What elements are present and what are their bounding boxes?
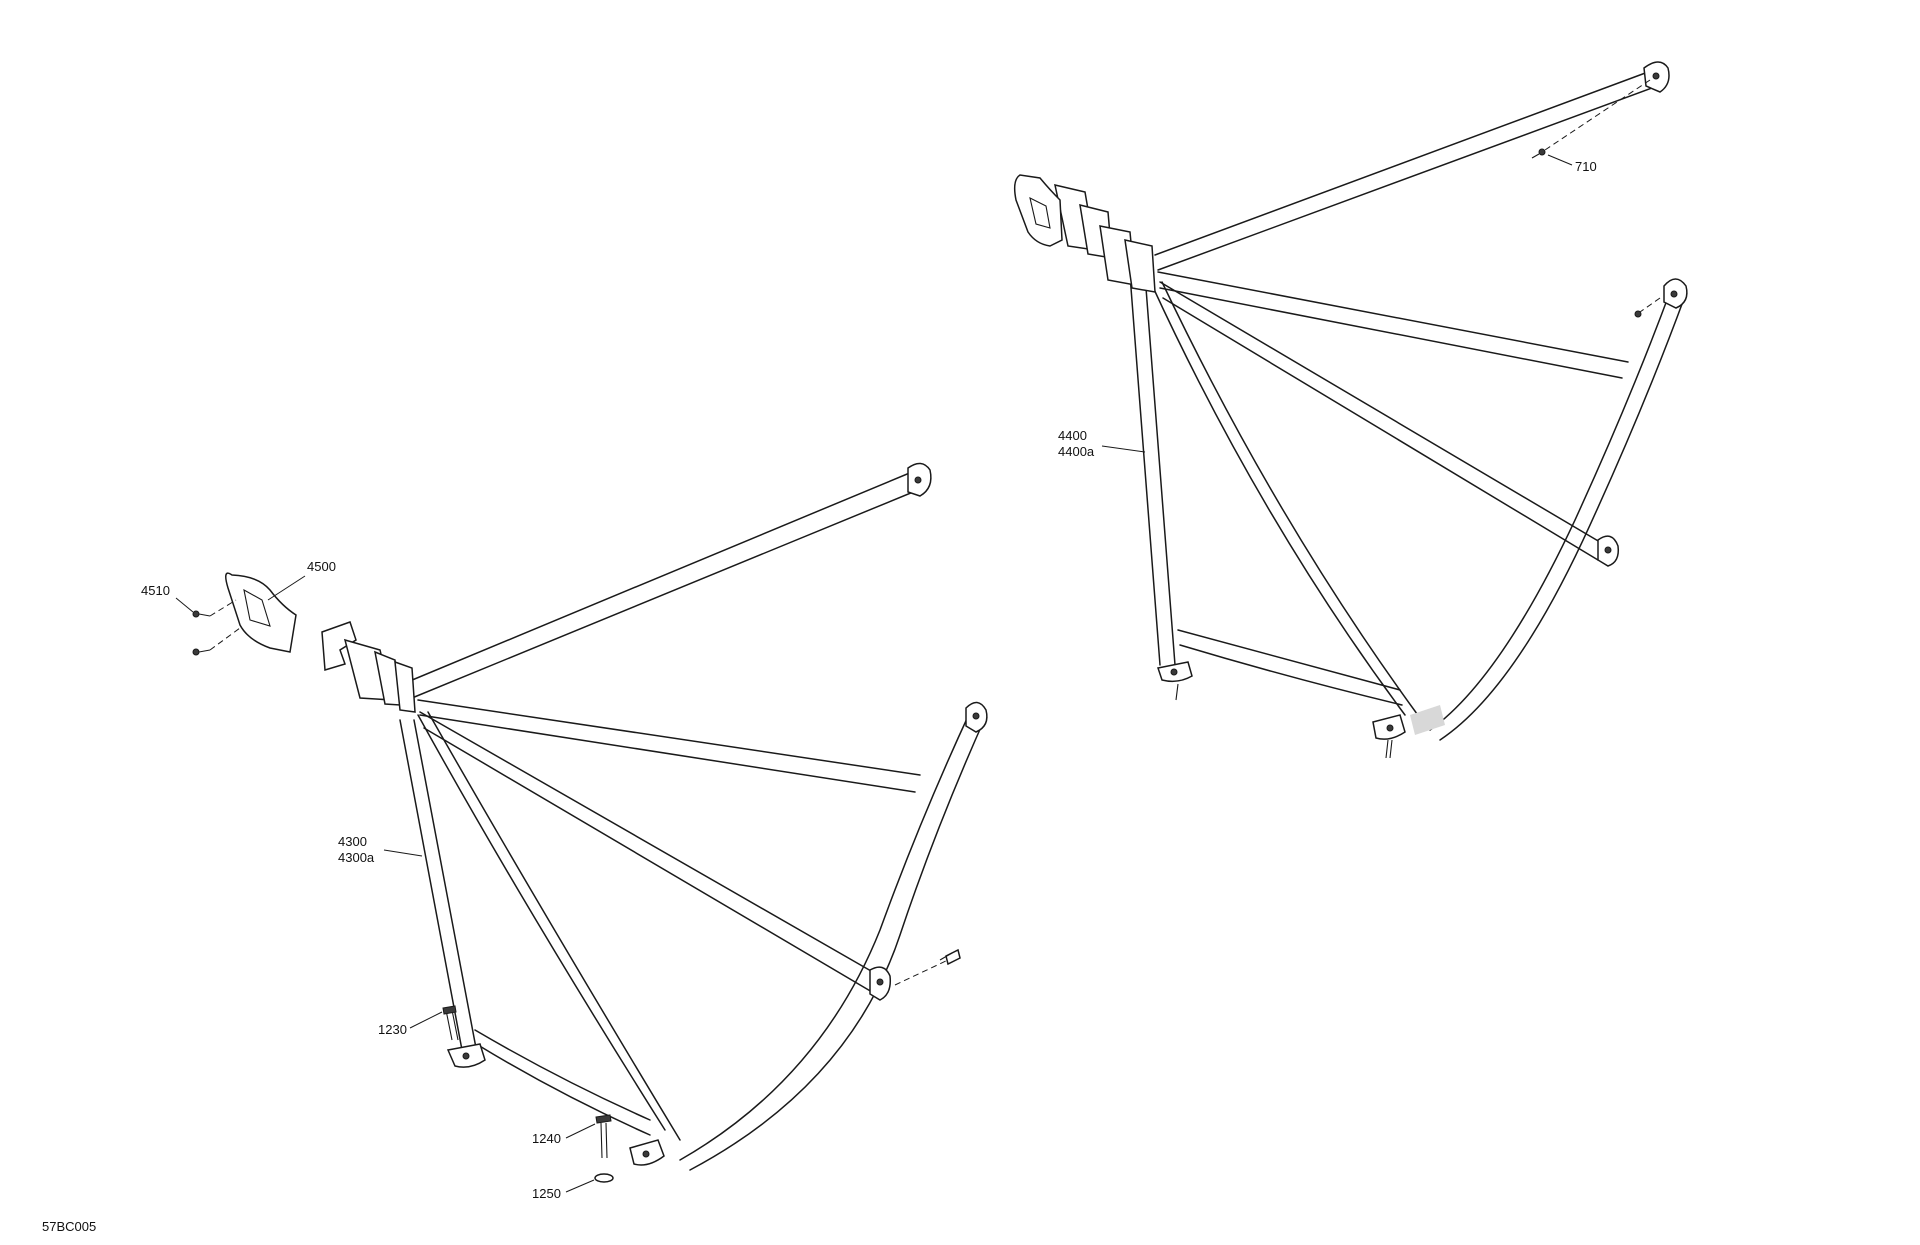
right-strap-shaded-end <box>1410 705 1445 735</box>
left-inner-strap <box>417 711 681 1141</box>
right-vertical-strap <box>1129 274 1176 666</box>
left-floor-anchor-bracket <box>446 1043 486 1068</box>
callouts: 710 4400 4400a 4500 4510 4300 4300a 1230… <box>141 154 1597 1201</box>
left-vertical-strap <box>399 719 477 1051</box>
right-seat-belt-assembly <box>1013 61 1688 759</box>
callout-710: 710 <box>1575 159 1597 174</box>
callout-4510: 4510 <box>141 583 170 598</box>
callout-4400a: 4400a <box>1058 444 1095 459</box>
left-lap-strap-lower <box>474 1029 651 1136</box>
right-lower-right-anchor-bracket <box>1597 535 1620 567</box>
right-buckle-tongue <box>1054 184 1156 293</box>
bolt-1240 <box>595 1114 612 1159</box>
figure-id: 57BC005 <box>42 1219 96 1234</box>
left-lower-right-anchor-bracket <box>869 966 892 1001</box>
left-buckle-tongue <box>321 621 416 713</box>
right-shoulder-strap <box>1154 71 1653 271</box>
left-cover-screw-lower <box>192 648 211 656</box>
right-lap-strap-lower <box>1177 629 1403 706</box>
washer-1250 <box>594 1173 614 1183</box>
callout-4500: 4500 <box>307 559 336 574</box>
callout-1230: 1230 <box>378 1022 407 1037</box>
callout-1240: 1240 <box>532 1131 561 1146</box>
right-diagonal-strap <box>1159 281 1606 561</box>
left-diagonal-strap <box>419 711 879 993</box>
right-buckle-cover <box>1013 174 1063 247</box>
right-bottom-anchor-bracket <box>1372 714 1406 759</box>
left-cover-screw-upper <box>192 610 211 618</box>
left-side-strap <box>679 711 986 1171</box>
right-lap-strap-upper <box>1157 271 1629 379</box>
right-side-anchor-screw <box>1634 310 1642 318</box>
left-bottom-anchor-bracket <box>629 1139 665 1166</box>
left-anchor-bolt <box>939 948 961 966</box>
right-floor-anchor-bracket <box>1157 661 1193 683</box>
left-shoulder-strap <box>404 471 919 699</box>
left-seat-belt-assembly <box>192 462 988 1183</box>
callout-1250: 1250 <box>532 1186 561 1201</box>
right-upper-anchor-bracket <box>1643 61 1670 93</box>
callout-4300: 4300 <box>338 834 367 849</box>
right-anchor-screw-710 <box>1531 148 1546 159</box>
right-side-anchor-bracket <box>1663 278 1688 309</box>
callout-4400: 4400 <box>1058 428 1087 443</box>
right-side-strap <box>1429 291 1686 741</box>
left-buckle-cover <box>225 572 297 653</box>
left-upper-anchor-bracket <box>907 462 932 497</box>
left-side-anchor-bracket <box>965 701 988 733</box>
left-floor-bolt-1230 <box>442 1005 459 1041</box>
left-lap-strap-upper <box>417 699 921 793</box>
right-inner-strap <box>1151 281 1421 719</box>
right-floor-bolt <box>1175 683 1179 701</box>
callout-4300a: 4300a <box>338 850 375 865</box>
